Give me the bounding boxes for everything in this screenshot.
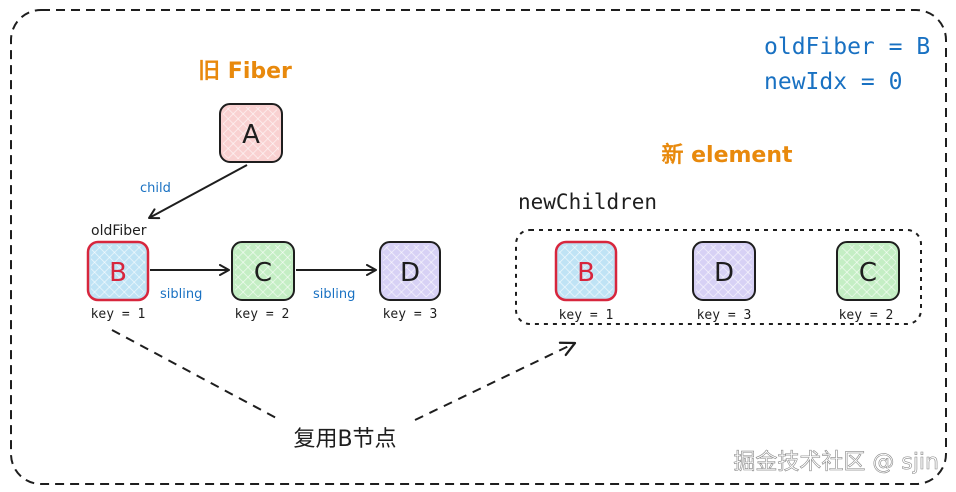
reuse-label: 复用B节点 (293, 427, 396, 452)
svg-text:D: D (400, 258, 420, 288)
new-children-label: newChildren (518, 190, 657, 214)
old-fiber-pointer-label: oldFiber (91, 223, 147, 239)
new-node-d-key: key = 3 (697, 308, 752, 323)
child-edge-label: child (140, 181, 171, 196)
old-fiber-title: 旧 Fiber (198, 59, 292, 84)
new-node-c-key: key = 2 (839, 308, 894, 323)
new-node-d: D key = 3 (692, 241, 756, 323)
status-old-fiber: oldFiber = B (764, 34, 930, 60)
new-node-b: B key = 1 (554, 240, 618, 323)
old-node-a: A (219, 103, 283, 163)
svg-text:C: C (859, 258, 877, 288)
new-node-b-key: key = 1 (559, 308, 614, 323)
old-node-b: B key = 1 (86, 240, 150, 322)
old-node-b-key: key = 1 (91, 307, 146, 322)
svg-text:C: C (254, 258, 272, 288)
reuse-arrow (111, 330, 575, 421)
outer-frame (10, 9, 947, 485)
new-node-c: C key = 2 (836, 241, 900, 323)
child-edge (148, 164, 248, 220)
new-children-container (515, 229, 922, 325)
svg-text:D: D (714, 258, 734, 288)
svg-text:B: B (577, 258, 595, 288)
svg-text:B: B (109, 258, 127, 288)
sibling-edge-b-c-label: sibling (160, 287, 202, 302)
status-new-idx: newIdx = 0 (764, 69, 902, 95)
old-node-c: C key = 2 (231, 241, 295, 322)
new-element-title: 新 element (661, 142, 793, 168)
old-node-d: D key = 3 (379, 241, 441, 322)
old-node-d-key: key = 3 (383, 307, 438, 322)
sibling-edge-c-d-label: sibling (313, 287, 355, 302)
old-node-c-key: key = 2 (235, 307, 290, 322)
watermark: 掘金技术社区 @ sjin (733, 450, 939, 475)
svg-text:A: A (242, 120, 260, 150)
